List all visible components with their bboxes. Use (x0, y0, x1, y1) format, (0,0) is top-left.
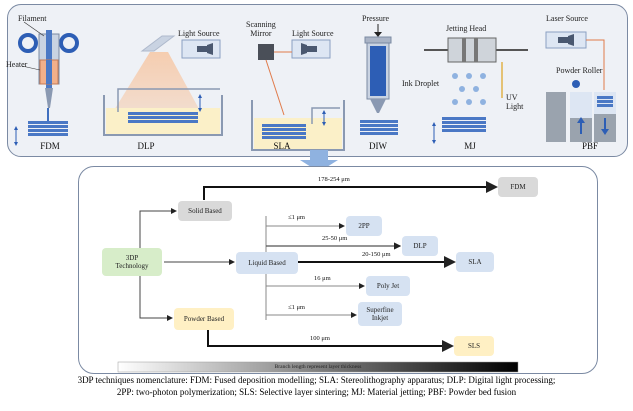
process-label-fdm: FDM (40, 141, 60, 151)
caption-line-1: 3DP techniques nomenclature: FDM: Fused … (77, 375, 556, 385)
figure-caption: 3DP techniques nomenclature: FDM: Fused … (0, 374, 633, 398)
leaf-node-dlp: DLP (402, 236, 438, 256)
jetting-head-label: Jetting Head (446, 24, 487, 33)
distance-label-superfine: ≤1 μm (288, 304, 305, 311)
pressure-label: Pressure (362, 14, 390, 23)
heater-label: Heater (6, 60, 28, 69)
filament-label: Filament (18, 14, 47, 23)
distance-label-fdm: 178-254 μm (318, 176, 350, 183)
leaf-node-sla: SLA (456, 252, 494, 272)
pbf-illustration (545, 31, 616, 142)
process-illustrations (14, 21, 616, 170)
legend-label: Branch length represent layer thickness (274, 364, 362, 370)
ink-droplet-label: Ink Droplet (402, 79, 440, 88)
fdm-illustration (14, 21, 79, 146)
branch-node-powder-based: Powder Based (174, 308, 234, 330)
powder-roller-label: Powder Roller (556, 66, 603, 75)
leaf-node-sls: SLS (454, 336, 494, 356)
process-label-diw: DIW (369, 141, 387, 151)
distance-label-dlp: 25-50 μm (322, 235, 348, 242)
laser-source-label: Laser Source (546, 14, 588, 23)
sla-illustration (251, 39, 345, 151)
distance-label-2pp: ≤1 μm (288, 214, 305, 221)
branch-node-solid-based: Solid Based (178, 201, 232, 221)
flow-arrow (300, 150, 338, 170)
light-source-sla-label: Light Source (292, 29, 334, 38)
leaf-node-fdm: FDM (498, 177, 538, 197)
distance-label-polyjet: 16 μm (314, 275, 331, 282)
light-source-dlp-label: Light Source (178, 29, 220, 38)
process-label-pbf: PBF (581, 141, 598, 151)
uv-light-label: UV Light (506, 93, 524, 111)
branch-node-liquid-based: Liquid Based (236, 252, 298, 274)
root-node-3dp-technology: 3DP Technology (102, 248, 162, 276)
distance-label-sla: 20-150 μm (362, 251, 391, 258)
caption-line-2: 2PP: two-photon polymerization; SLS: Sel… (116, 387, 517, 397)
diw-illustration (360, 24, 398, 135)
process-label-mj: MJ (464, 141, 476, 151)
leaf-node-2pp: 2PP (346, 216, 382, 236)
mj-illustration (424, 37, 528, 144)
leaf-node-superfine-inkjet: Superfine Inkjet (358, 302, 402, 326)
leaf-node-polyjet: Poly Jet (366, 276, 410, 296)
process-label-dlp: DLP (137, 141, 155, 151)
dlp-illustration (103, 35, 223, 136)
distance-label-sls: 100 μm (310, 335, 330, 342)
process-label-sla: SLA (273, 141, 291, 151)
scanning-mirror-label: Scanning Mirror (246, 20, 276, 38)
tree-panel (78, 166, 598, 374)
